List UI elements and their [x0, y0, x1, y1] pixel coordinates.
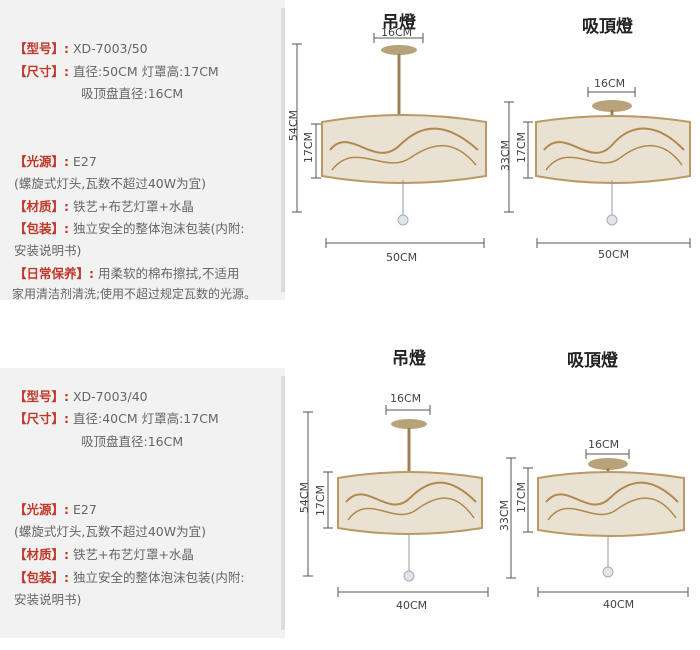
pendant-shade-dim: 17CM	[314, 485, 327, 517]
pendant-top-dim: 16CM	[390, 392, 422, 405]
pendant-height-dim: 54CM	[287, 110, 300, 142]
ceiling-shade-dim: 17CM	[515, 482, 528, 514]
ceiling-height-dim: 33CM	[499, 140, 512, 172]
spec-size-plate: 吸顶盘直径:16CM	[81, 434, 184, 449]
ceiling-width-dim: 40CM	[603, 598, 635, 611]
pendant-top-dim: 16CM	[381, 26, 413, 39]
ceiling-width-dim: 50CM	[598, 248, 630, 261]
spec-light: 【光源】: E27	[14, 154, 97, 169]
ceiling-title: 吸頂燈	[582, 17, 633, 37]
product-panel-40: 【型号】: XD-7003/40 【尺寸】: 直径:40CM 灯罩高:17CM …	[0, 340, 700, 650]
ceiling-top-dim: 16CM	[594, 77, 626, 90]
pendant-title: 吊燈	[382, 13, 416, 33]
pendant-height-dim: 54CM	[298, 482, 311, 514]
pendant-title: 吊燈	[392, 349, 426, 369]
ceiling-top-dim: 16CM	[588, 438, 620, 451]
spec-light-note: (螺旋式灯头,瓦数不超过40W为宜)	[14, 524, 206, 539]
ceiling-title: 吸頂燈	[567, 351, 618, 371]
spec-card: 【型号】: XD-7003/40 【尺寸】: 直径:40CM 灯罩高:17CM …	[0, 368, 285, 638]
ceiling-height-dim: 33CM	[498, 500, 511, 532]
spec-light-note: (螺旋式灯头,瓦数不超过40W为宜)	[14, 176, 206, 191]
pendant-lamp-drawing	[321, 45, 487, 226]
spec-package: 【包装】: 独立安全的整体泡沫包装(内附:	[14, 570, 245, 585]
spec-package-2: 安装说明书)	[14, 243, 82, 258]
ceiling-lamp-drawing	[535, 100, 691, 226]
lamp-drawings	[303, 405, 689, 597]
pendant-width-dim: 40CM	[396, 599, 428, 612]
pendant-shade-dim: 17CM	[302, 132, 315, 164]
spec-size: 【尺寸】: 直径:50CM 灯罩高:17CM	[14, 64, 219, 79]
spec-size-plate: 吸顶盘直径:16CM	[81, 86, 184, 101]
pendant-width-dim: 50CM	[386, 251, 418, 264]
product-panel-50: 【型号】: XD-7003/50 【尺寸】: 直径:50CM 灯罩高:17CM …	[0, 0, 700, 310]
ceiling-shade-dim: 17CM	[515, 132, 528, 164]
spec-package-2: 安装说明书)	[14, 592, 82, 607]
spec-care-2: 家用清洁剂清洗;使用不超过规定瓦数的光源。	[12, 287, 257, 301]
ceiling-lamp-drawing	[537, 458, 685, 578]
spec-care: 【日常保养】: 用柔软的棉布擦拭,不适用	[14, 266, 240, 281]
lamp-drawings	[292, 33, 691, 248]
spec-material: 【材质】: 铁艺+布艺灯罩+水晶	[14, 547, 194, 562]
spec-model: 【型号】: XD-7003/50	[14, 41, 148, 56]
spec-package: 【包装】: 独立安全的整体泡沫包装(内附:	[14, 221, 245, 236]
pendant-lamp-drawing	[337, 419, 483, 582]
divider	[281, 8, 285, 292]
spec-light: 【光源】: E27	[14, 502, 97, 517]
spec-material: 【材质】: 铁艺+布艺灯罩+水晶	[14, 199, 194, 214]
spec-model: 【型号】: XD-7003/40	[14, 389, 148, 404]
spec-size: 【尺寸】: 直径:40CM 灯罩高:17CM	[14, 411, 219, 426]
spec-card: 【型号】: XD-7003/50 【尺寸】: 直径:50CM 灯罩高:17CM …	[0, 0, 285, 301]
divider	[281, 376, 285, 630]
